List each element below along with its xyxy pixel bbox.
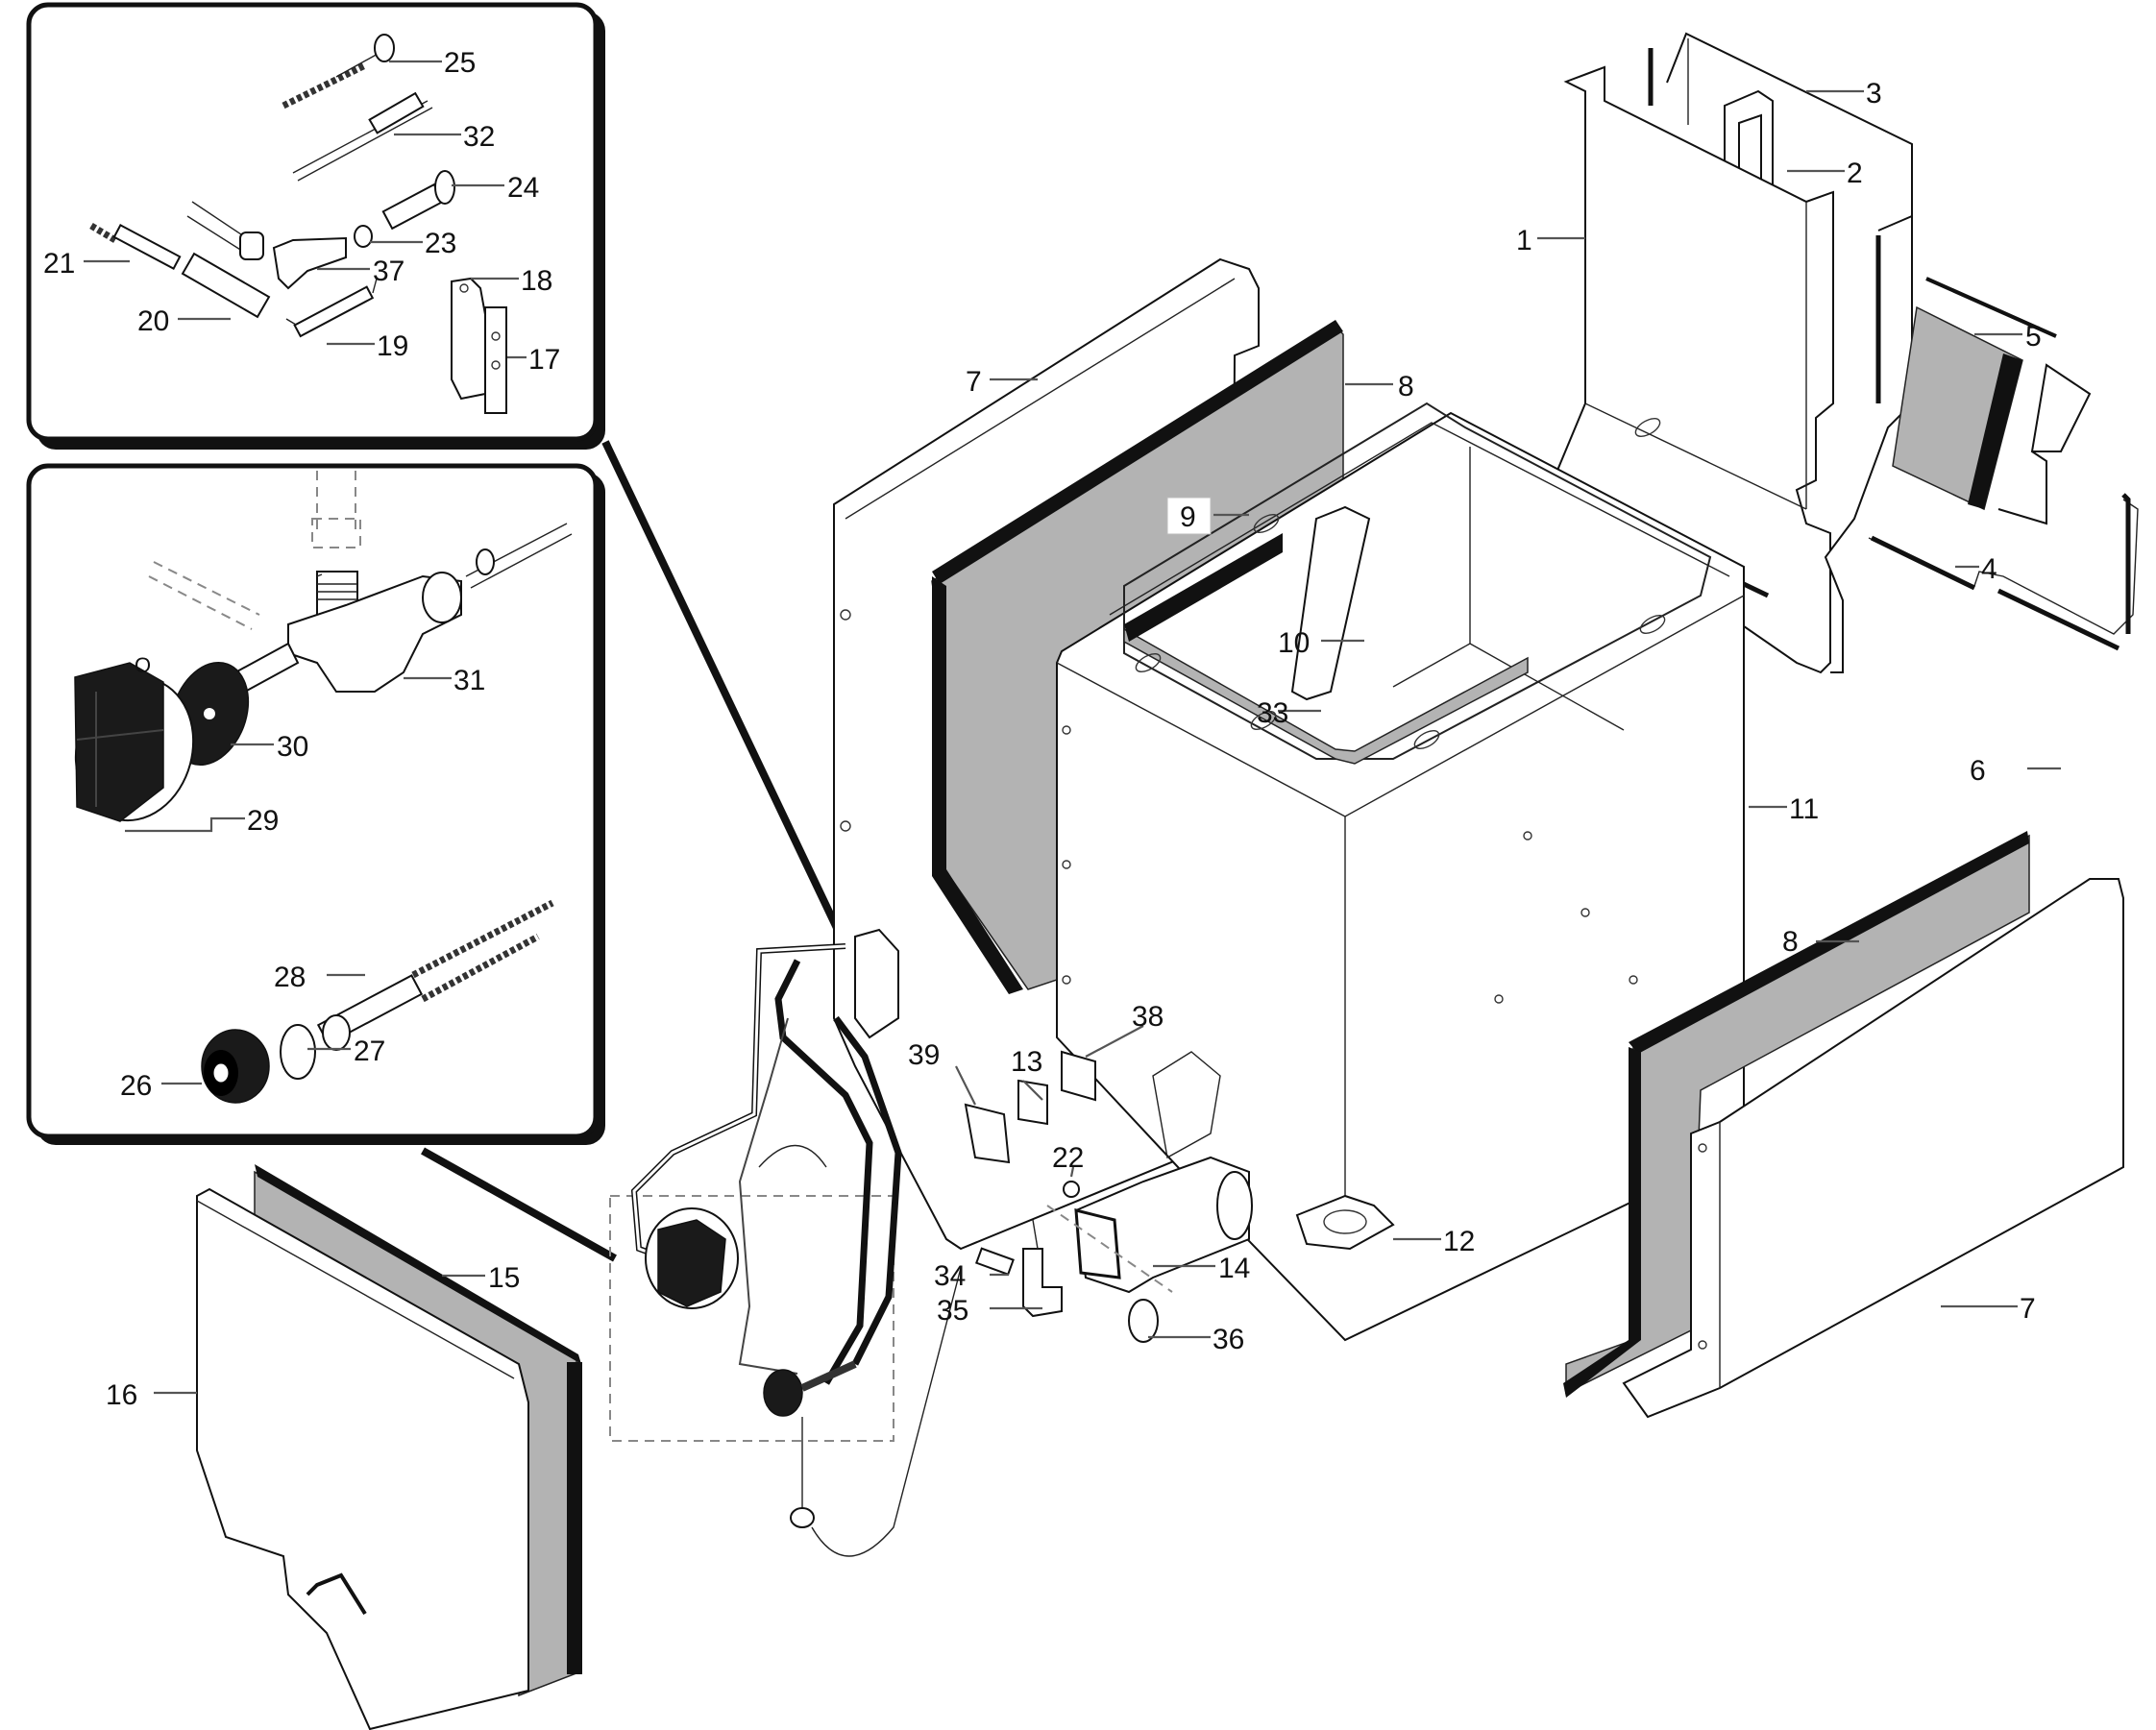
label-part-8-right[interactable]: 8 [1782,926,1799,958]
svg-text:O: O [135,653,151,677]
label-part-38[interactable]: 38 [1132,1001,1164,1033]
label-part-33[interactable]: 33 [1257,697,1288,729]
label-9-highlight [1166,497,1212,535]
gas-valve-inset: O [26,463,605,1145]
pilot-injector-drawing [381,170,455,231]
piezo-igniter-drawing [316,899,554,1051]
label-part-6[interactable]: 6 [1970,755,1986,787]
label-part-7-right[interactable]: 7 [2020,1293,2036,1325]
label-part-20[interactable]: 20 [137,305,169,337]
burner-controls-group [609,928,1395,1557]
label-part-35[interactable]: 35 [937,1295,968,1327]
label-part-12[interactable]: 12 [1443,1226,1475,1257]
label-part-37[interactable]: 37 [373,256,404,287]
label-part-22[interactable]: 22 [1052,1142,1084,1174]
washer-drawing [280,1024,316,1080]
label-part-9[interactable]: 9 [1180,501,1196,533]
thermocouple-drawing [89,222,182,270]
pilot-tube-drawing [181,252,271,319]
label-part-18[interactable]: 18 [521,265,552,297]
label-part-13[interactable]: 13 [1011,1046,1042,1078]
label-part-10[interactable]: 10 [1278,627,1310,659]
electrode-drawing [285,278,378,338]
nut-drawing [354,225,373,248]
label-part-25[interactable]: 25 [444,47,476,79]
label-part-26[interactable]: 26 [120,1070,152,1102]
label-part-3[interactable]: 3 [1866,78,1882,110]
front-panel [196,1187,529,1730]
label-part-36[interactable]: 36 [1213,1324,1244,1355]
part-labels: 25 32 24 23 37 21 20 19 18 17 31 30 29 2… [43,47,2042,1411]
control-knob-drawing: O [74,653,195,822]
label-part-24[interactable]: 24 [507,172,539,204]
label-part-34[interactable]: 34 [934,1260,966,1292]
label-part-21[interactable]: 21 [43,248,75,280]
label-part-31[interactable]: 31 [453,665,485,696]
label-part-14[interactable]: 14 [1218,1253,1250,1284]
ignition-parts-inset [26,2,605,450]
label-part-28[interactable]: 28 [274,962,306,993]
leader-lines [84,60,2061,1395]
label-part-39[interactable]: 39 [908,1039,940,1071]
ignition-lead-drawing [282,34,395,110]
label-part-11[interactable]: 11 [1789,793,1819,825]
thermocouple-lead-drawing [292,91,433,182]
piezo-cap-drawing [201,1029,270,1104]
gas-inlet-dashed-pipe [148,471,361,630]
label-part-30[interactable]: 30 [277,731,308,763]
pilot-elbow-drawing [186,201,347,290]
inset-pointer-line-top [601,440,849,948]
gas-valve-drawing [233,523,573,694]
electrode-bracket-drawing [451,277,507,414]
label-part-15[interactable]: 15 [488,1262,520,1294]
label-part-5[interactable]: 5 [2025,321,2042,353]
label-part-2[interactable]: 2 [1847,158,1863,189]
gasket-hole [204,708,215,719]
label-part-23[interactable]: 23 [425,228,456,259]
label-part-1[interactable]: 1 [1516,225,1532,256]
label-part-4[interactable]: 4 [1981,553,1997,585]
label-part-8-left[interactable]: 8 [1398,371,1414,402]
label-part-17[interactable]: 17 [528,344,560,376]
label-part-7-left[interactable]: 7 [966,366,982,398]
label-part-27[interactable]: 27 [354,1036,385,1067]
label-part-29[interactable]: 29 [247,805,279,837]
label-part-19[interactable]: 19 [377,330,408,362]
label-part-16[interactable]: 16 [106,1379,137,1411]
cabinet-body [1056,402,1745,1342]
front-insulation [254,1164,582,1697]
outer-panel-right [1622,878,2124,1419]
label-part-32[interactable]: 32 [463,121,495,153]
inset-pointer-line-bottom [421,1147,617,1262]
